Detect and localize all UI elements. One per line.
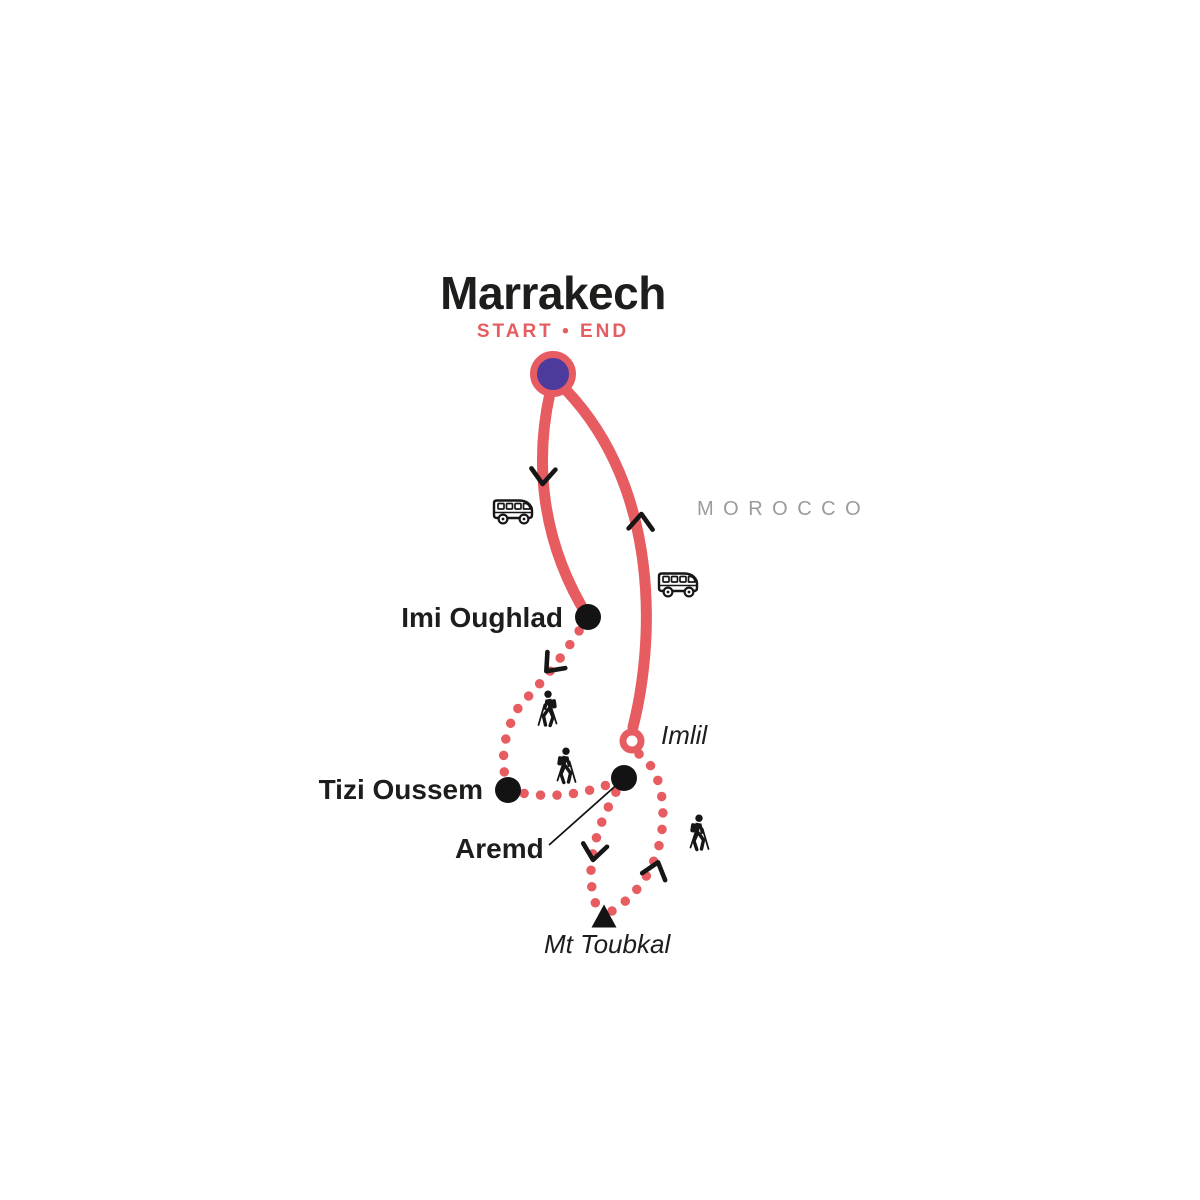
place-label-imi-oughlad: Imi Oughlad (401, 602, 563, 633)
place-label-tizi-oussem: Tizi Oussem (318, 774, 483, 805)
bus-route-imlil-to-marrakech (561, 385, 652, 733)
trek-mt-toubkal-to-imlil (607, 747, 668, 916)
country-label: MOROCCO (697, 498, 871, 520)
tizi-oussem-marker (495, 777, 521, 803)
start-end-badge: START • END (476, 321, 630, 342)
markers-layer (495, 351, 645, 928)
mt-toubkal-marker (591, 904, 617, 928)
place-label-imlil: Imlil (661, 720, 708, 750)
hiker-icon (536, 688, 559, 728)
imi-oughlad-marker (575, 604, 601, 630)
destination-title: Marrakech (440, 267, 666, 319)
trek-imi-oughlad-to-tizi-oussem (498, 612, 593, 795)
imlil-marker (619, 728, 645, 754)
bus-icon (492, 499, 534, 525)
hiker-icon (688, 812, 711, 852)
aremd-label-pointer (548, 780, 622, 846)
bus-route-marrakech-to-imi-oughlad (536, 387, 594, 623)
place-label-mt-toubkal: Mt Toubkal (544, 929, 671, 959)
hiker-icon (555, 745, 578, 785)
aremd-marker (611, 765, 637, 791)
marrakech-start-end-marker (530, 351, 576, 397)
routes-layer (498, 385, 668, 916)
place-label-aremd: Aremd (455, 833, 544, 864)
bus-icon (657, 572, 699, 598)
trek-aremd-to-mt-toubkal (586, 773, 629, 915)
